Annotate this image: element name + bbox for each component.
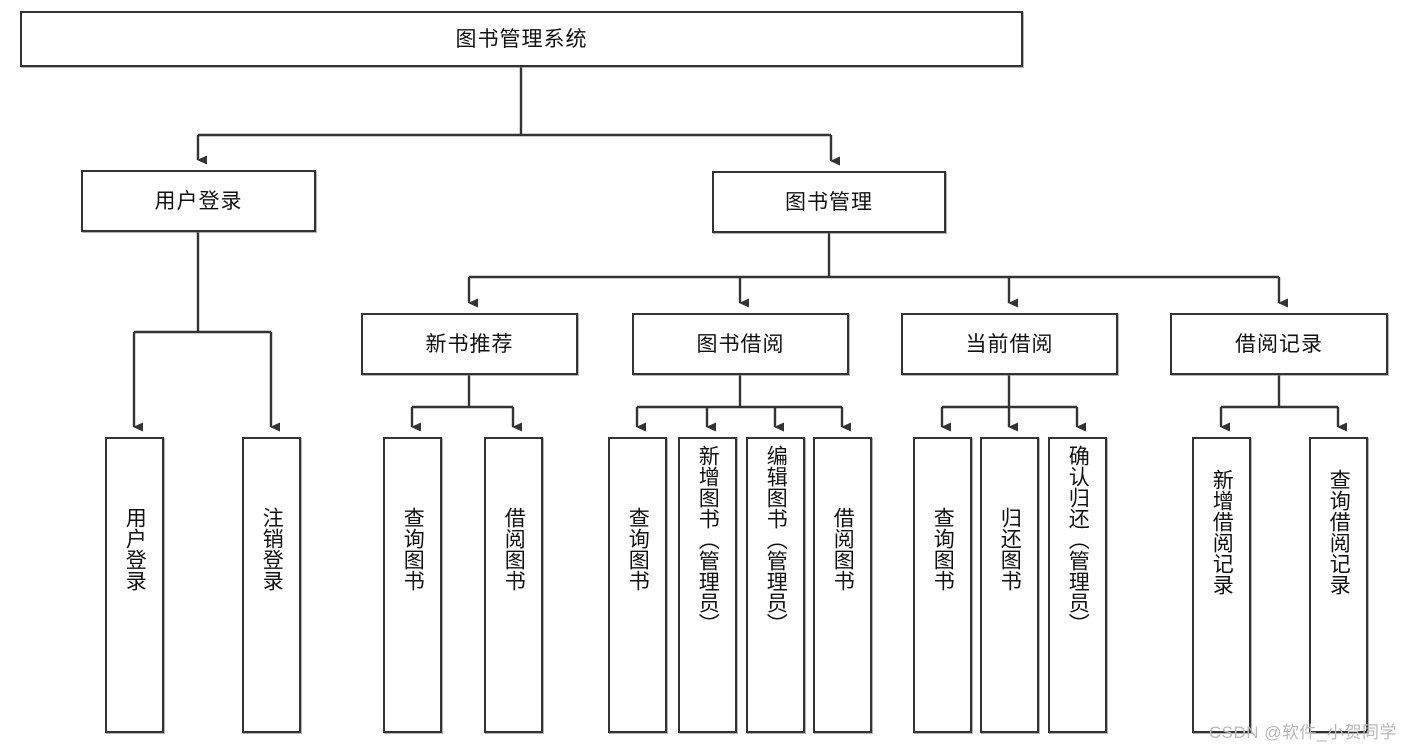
node-label: 用户登录 bbox=[154, 189, 243, 213]
node-label: 新增借阅记录 bbox=[1210, 469, 1234, 595]
node-label: 新书推荐 bbox=[425, 332, 514, 356]
leaf-book-borrow-edit-book-admin[interactable]: 编辑图书（管理员） bbox=[746, 437, 805, 733]
leaf-new-book-query-books[interactable]: 查询图书 bbox=[383, 437, 442, 733]
leaf-current-borrow-return-books[interactable]: 归还图书 bbox=[980, 437, 1039, 733]
leaf-new-book-borrow-books[interactable]: 借阅图书 bbox=[484, 437, 543, 733]
leaf-user-login-signin[interactable]: 用户登录 bbox=[105, 437, 164, 733]
node-label: 查询图书 bbox=[931, 507, 955, 591]
node-label: 用户登录 bbox=[123, 507, 147, 591]
node-label: 查询图书 bbox=[401, 507, 425, 591]
leaf-book-borrow-add-book-admin[interactable]: 新增图书（管理员） bbox=[678, 437, 737, 733]
node-book-management[interactable]: 图书管理 bbox=[712, 171, 946, 233]
node-label: 新增图书（管理员） bbox=[696, 445, 720, 634]
node-label: 图书管理 bbox=[785, 190, 873, 214]
leaf-borrow-record-add-record[interactable]: 新增借阅记录 bbox=[1192, 437, 1251, 733]
node-new-book-recommend[interactable]: 新书推荐 bbox=[361, 313, 578, 375]
node-user-login[interactable]: 用户登录 bbox=[81, 170, 316, 232]
node-root-book-management-system[interactable]: 图书管理系统 bbox=[20, 11, 1023, 67]
csdn-watermark: CSDN @软件_小贺同学 bbox=[1208, 723, 1397, 742]
node-label: 查询图书 bbox=[626, 507, 650, 591]
node-label: 查询借阅记录 bbox=[1327, 469, 1351, 595]
node-borrow-record[interactable]: 借阅记录 bbox=[1170, 313, 1388, 375]
node-label: 借阅图书 bbox=[831, 507, 855, 591]
node-current-borrow[interactable]: 当前借阅 bbox=[901, 313, 1118, 375]
leaf-book-borrow-query-books[interactable]: 查询图书 bbox=[608, 437, 667, 733]
leaf-current-borrow-confirm-return-admin[interactable]: 确认归还（管理员） bbox=[1048, 437, 1107, 733]
node-label: 编辑图书（管理员） bbox=[764, 445, 788, 634]
node-label: 借阅记录 bbox=[1235, 332, 1323, 356]
node-label: 注销登录 bbox=[260, 507, 284, 591]
node-label: 借阅图书 bbox=[502, 507, 526, 591]
leaf-borrow-record-query-record[interactable]: 查询借阅记录 bbox=[1309, 437, 1368, 733]
node-label: 图书管理系统 bbox=[455, 27, 588, 51]
node-label: 当前借阅 bbox=[965, 332, 1054, 356]
leaf-book-borrow-borrow-books[interactable]: 借阅图书 bbox=[813, 437, 872, 733]
node-label: 归还图书 bbox=[998, 507, 1022, 591]
node-label: 图书借阅 bbox=[696, 332, 785, 356]
leaf-user-login-signout[interactable]: 注销登录 bbox=[242, 437, 301, 733]
node-label: 确认归还（管理员） bbox=[1066, 445, 1090, 634]
leaf-current-borrow-query-books[interactable]: 查询图书 bbox=[913, 437, 972, 733]
node-book-borrow[interactable]: 图书借阅 bbox=[632, 313, 849, 375]
